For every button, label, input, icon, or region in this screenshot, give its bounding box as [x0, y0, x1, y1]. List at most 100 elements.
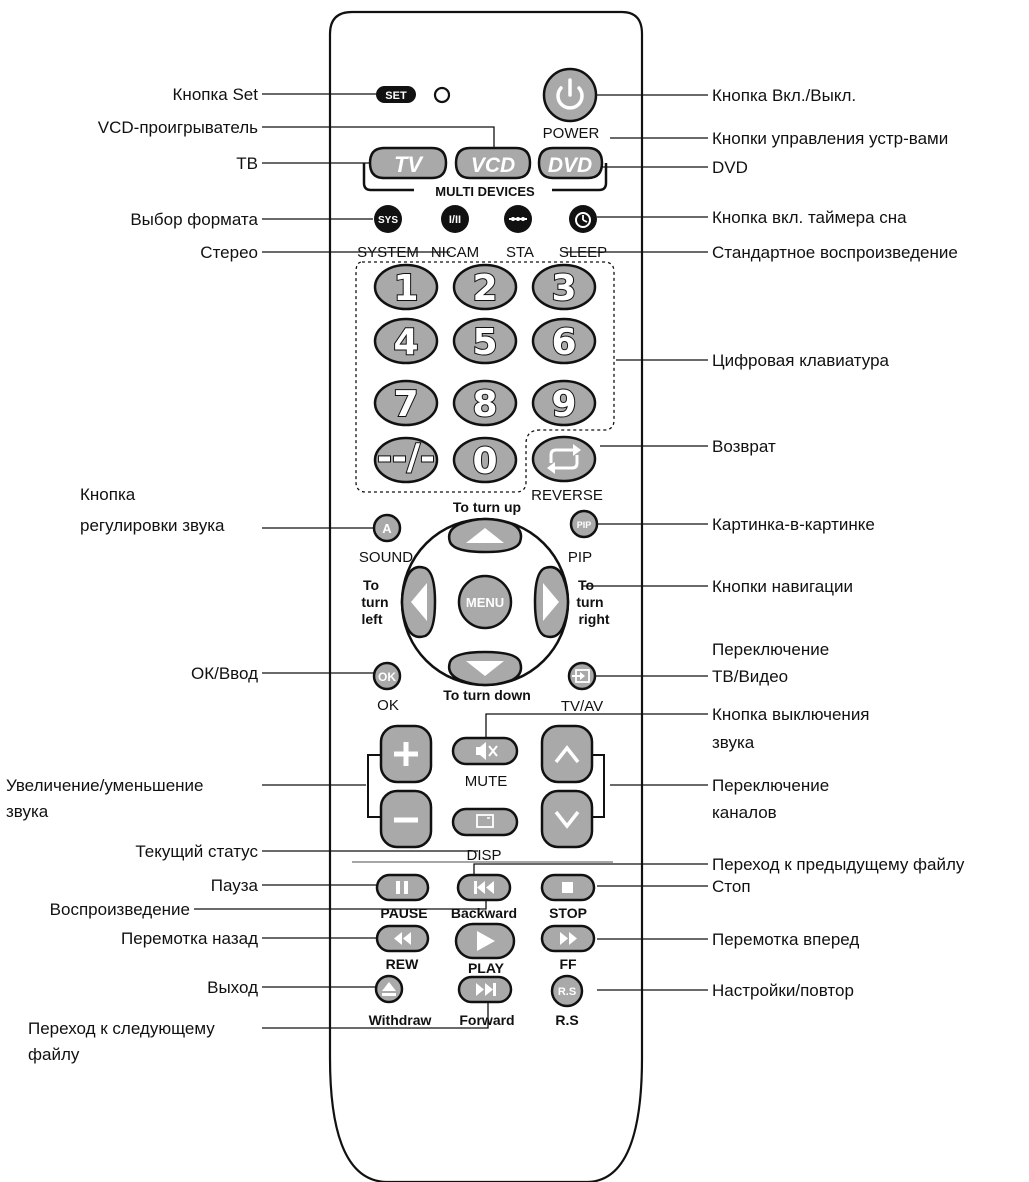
- callout-stereo: Стерео: [200, 243, 258, 262]
- sleep-label: SLEEP: [559, 244, 607, 261]
- volume-up-button[interactable]: [379, 724, 433, 784]
- digit-label-0: 0: [472, 441, 497, 482]
- ok-label: OK: [377, 697, 399, 714]
- digit-button-8[interactable]: 8: [452, 379, 518, 427]
- backward-button[interactable]: [456, 873, 512, 902]
- tvav-button[interactable]: [567, 661, 597, 691]
- channel-up-button[interactable]: [540, 724, 594, 784]
- callout-keypad: Цифровая клавиатура: [712, 351, 890, 370]
- vcd-button[interactable]: VCD: [454, 146, 532, 180]
- volume-bracket: [367, 754, 380, 818]
- nicam-button[interactable]: I/II: [441, 205, 469, 233]
- ok-button-label: OK: [378, 670, 396, 684]
- play-button[interactable]: [454, 922, 516, 960]
- sound-label: SOUND: [359, 549, 413, 566]
- callout-stop: Стоп: [712, 877, 751, 896]
- sys-button[interactable]: SYS: [374, 205, 402, 233]
- dvd-button[interactable]: DVD: [537, 146, 604, 180]
- turn-left-label-3: left: [362, 611, 383, 627]
- sys-button-label: SYS: [378, 215, 398, 226]
- callout-channels-2: каналов: [712, 803, 777, 822]
- callout-vcd-player: VCD-проигрыватель: [98, 118, 258, 137]
- ok-button[interactable]: OK: [372, 661, 402, 691]
- digit-button-4[interactable]: 4: [373, 317, 439, 365]
- callout-mute-1: Кнопка выключения: [712, 705, 870, 724]
- timer-icon: [575, 212, 591, 228]
- digit-label-2: 2: [472, 268, 497, 309]
- withdraw-button[interactable]: [374, 974, 404, 1004]
- digit-label-3: 3: [551, 268, 576, 309]
- sound-button-label: A: [382, 521, 392, 536]
- callout-next-file-1: Переход к следующему: [28, 1019, 215, 1038]
- callout-tv-video-2: ТВ/Видео: [712, 667, 788, 686]
- rs-button[interactable]: R.S: [550, 974, 584, 1008]
- sta-button[interactable]: [504, 205, 532, 233]
- reverse-button[interactable]: [531, 435, 597, 483]
- display-icon: [476, 814, 494, 828]
- sleep-button[interactable]: [569, 205, 597, 233]
- left-callouts: Кнопка Set VCD-проигрыватель ТВ Выбор фо…: [6, 85, 259, 1064]
- keypad-outline: [355, 261, 615, 493]
- channel-down-button[interactable]: [540, 789, 594, 849]
- nav-left-button[interactable]: [400, 565, 437, 639]
- plus-icon: [394, 742, 418, 766]
- callout-settings-repeat: Настройки/повтор: [712, 981, 854, 1000]
- tvav-label: TV/AV: [561, 698, 603, 715]
- callout-ok-enter: ОК/Ввод: [191, 664, 258, 683]
- ff-button[interactable]: [540, 924, 596, 953]
- digit-button-5[interactable]: 5: [452, 317, 518, 365]
- digit-button-2[interactable]: 2: [452, 263, 518, 311]
- eject-icon: [382, 982, 396, 996]
- nav-right-button[interactable]: [533, 565, 570, 639]
- callout-sleep-timer: Кнопка вкл. таймера сна: [712, 208, 907, 227]
- digit-button-0[interactable]: 0: [452, 436, 518, 484]
- power-button[interactable]: [542, 67, 598, 123]
- pip-label: PIP: [568, 549, 592, 566]
- callout-set: Кнопка Set: [173, 85, 259, 104]
- menu-button[interactable]: MENU: [457, 574, 513, 630]
- digit-label-5: 5: [472, 322, 497, 363]
- pip-button[interactable]: PIP: [569, 509, 599, 539]
- led-indicator: [433, 86, 451, 104]
- set-button[interactable]: SET: [376, 86, 416, 103]
- menu-button-label: MENU: [466, 595, 504, 610]
- turn-right-label-3: right: [578, 611, 609, 627]
- nicam-button-label: I/II: [449, 214, 461, 226]
- stop-icon: [562, 882, 573, 893]
- multi-devices-label: MULTI DEVICES: [435, 184, 535, 199]
- disp-button[interactable]: [451, 807, 519, 837]
- digit-button-7[interactable]: 7: [373, 379, 439, 427]
- volume-down-button[interactable]: [379, 789, 433, 849]
- mute-button[interactable]: [451, 736, 519, 766]
- digit-button-6[interactable]: 6: [531, 317, 597, 365]
- digit-label-9: 9: [551, 384, 576, 425]
- digit-button-dash[interactable]: --/-: [373, 436, 439, 484]
- callout-mute-2: звука: [712, 733, 755, 752]
- turn-left-label-2: turn: [361, 594, 388, 610]
- callout-sound-adjust-1: Кнопка: [80, 485, 136, 504]
- pause-button[interactable]: [375, 873, 430, 902]
- stop-button[interactable]: [540, 873, 596, 902]
- nav-down-button[interactable]: [447, 650, 523, 687]
- digit-button-9[interactable]: 9: [531, 379, 597, 427]
- digit-label-4: 4: [393, 322, 418, 363]
- tv-button[interactable]: TV: [368, 146, 448, 180]
- callout-navigation: Кнопки навигации: [712, 577, 853, 596]
- callout-format: Выбор формата: [130, 210, 258, 229]
- sound-button[interactable]: A: [372, 513, 402, 543]
- fast-forward-icon: [560, 932, 577, 945]
- callout-status: Текущий статус: [135, 842, 258, 861]
- forward-button[interactable]: [457, 975, 513, 1004]
- nav-up-button[interactable]: [447, 517, 523, 554]
- power-label: POWER: [543, 125, 600, 142]
- chevron-up-icon: [554, 745, 580, 764]
- digit-label-8: 8: [472, 384, 497, 425]
- rew-button[interactable]: [375, 924, 430, 953]
- digit-button-1[interactable]: 1: [373, 263, 439, 311]
- callout-fast-forward: Перемотка вперед: [712, 930, 859, 949]
- tv-button-label: TV: [394, 152, 424, 177]
- arrow-right-icon: [543, 583, 559, 621]
- digit-button-3[interactable]: 3: [531, 263, 597, 311]
- callout-tv: ТВ: [236, 154, 258, 173]
